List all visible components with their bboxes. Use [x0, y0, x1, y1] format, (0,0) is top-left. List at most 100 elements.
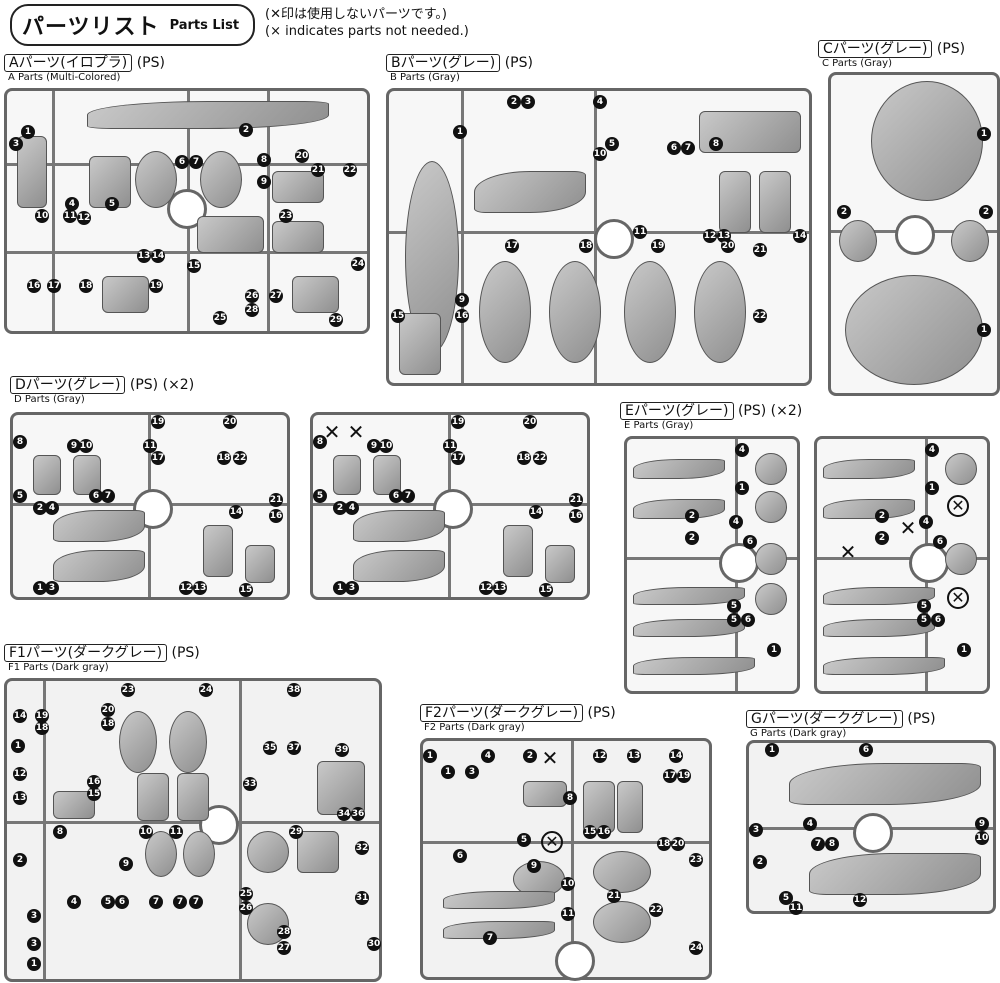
part-c1-top	[871, 81, 983, 201]
badge-f1-36: 36	[351, 807, 365, 821]
badge-b21: 21	[753, 243, 767, 257]
badge-d1-14: 14	[229, 505, 243, 519]
part-e1-spike-4	[633, 619, 745, 637]
section-b-english: B Parts (Gray)	[390, 72, 460, 83]
badge-d1-6: 6	[89, 489, 103, 503]
badge-d1-20: 20	[223, 415, 237, 429]
section-e-name: Eパーツ(グレー)	[620, 402, 734, 420]
part-f1-13	[137, 773, 169, 821]
badge-d2-19: 19	[451, 415, 465, 429]
badge-b19: 19	[651, 239, 665, 253]
badge-f2-20: 20	[671, 837, 685, 851]
badge-f1-5: 5	[101, 895, 115, 909]
section-e-label: Eパーツ(グレー) (PS) (×2) E Parts (Gray)	[620, 400, 802, 432]
badge-d1-4: 4	[45, 501, 59, 515]
badge-b6: 6	[667, 141, 681, 155]
badge-e2-6a: 6	[933, 535, 947, 549]
badge-f1-24: 24	[199, 683, 213, 697]
badge-b17: 17	[505, 239, 519, 253]
badge-d1-16: 16	[269, 509, 283, 523]
badge-a29: 29	[329, 313, 343, 327]
badge-f2-16: 16	[597, 825, 611, 839]
badge-f1-12: 12	[13, 767, 27, 781]
badge-f1-23: 23	[121, 683, 135, 697]
badge-b14: 14	[793, 229, 807, 243]
part-b15	[399, 313, 441, 375]
part-f1-22	[169, 711, 207, 773]
badge-c2-right: 2	[979, 205, 993, 219]
badge-f1-18: 18	[35, 721, 49, 735]
badge-f2-2: 2	[523, 749, 537, 763]
part-e1-disc-6	[755, 543, 787, 575]
badge-f1-13: 13	[13, 791, 27, 805]
badge-f1-10: 10	[139, 825, 153, 839]
badge-f2-19: 19	[677, 769, 691, 783]
badge-f1-11: 11	[169, 825, 183, 839]
badge-a7: 7	[189, 155, 203, 169]
section-b-label: Bパーツ(グレー) (PS) B Parts (Gray)	[386, 52, 533, 84]
section-e-english: E Parts (Gray)	[624, 420, 694, 431]
badge-f1-16: 16	[87, 775, 101, 789]
badge-f2-22: 22	[649, 903, 663, 917]
part-f1-25	[247, 831, 289, 873]
part-f1-34	[317, 761, 365, 815]
not-needed-x-d2-8: ✕	[323, 420, 341, 444]
badge-e2-4b: 4	[919, 515, 933, 529]
badge-b16: 16	[455, 309, 469, 323]
badge-f2-13: 13	[627, 749, 641, 763]
badge-f1-19: 19	[35, 709, 49, 723]
badge-g-12: 12	[853, 893, 867, 907]
badge-b7: 7	[681, 141, 695, 155]
runner-b: 1 2 3 4 5 6 7 8 9 10 11 12 13 14 15 16 1…	[386, 88, 812, 386]
badge-d1-3: 3	[45, 581, 59, 595]
badge-a27: 27	[269, 289, 283, 303]
badge-e1-4b: 4	[729, 515, 743, 529]
badge-d2-6: 6	[389, 489, 403, 503]
badge-f1-7a: 7	[149, 895, 163, 909]
badge-f1-7c: 7	[189, 895, 203, 909]
badge-d2-21: 21	[569, 493, 583, 507]
badge-d1-13: 13	[193, 581, 207, 595]
part-d2-blade-1	[353, 510, 445, 542]
badge-d2-3: 3	[345, 581, 359, 595]
part-e1-disc-4	[755, 453, 787, 485]
badge-f2-15: 15	[583, 825, 597, 839]
badge-d2-22: 22	[533, 451, 547, 465]
badge-b15: 15	[391, 309, 405, 323]
badge-b3: 3	[521, 95, 535, 109]
badge-f2-12: 12	[593, 749, 607, 763]
badge-g-9: 9	[975, 817, 989, 831]
badge-e2-1: 1	[925, 481, 939, 495]
badge-f1-38: 38	[287, 683, 301, 697]
part-d-blade-1	[53, 510, 145, 542]
part-e2-spike-2	[823, 499, 915, 519]
badge-d2-2: 2	[333, 501, 347, 515]
badge-g-5: 5	[779, 891, 793, 905]
badge-g-3: 3	[749, 823, 763, 837]
section-b-plastic: (PS)	[504, 55, 533, 71]
badge-d1-19: 19	[151, 415, 165, 429]
badge-f1-1: 1	[11, 739, 25, 753]
part-a24	[272, 221, 324, 253]
badge-f1-3a: 3	[27, 909, 41, 923]
badge-a15: 15	[187, 259, 201, 273]
badge-d1-15: 15	[239, 583, 253, 597]
badge-d1-9: 9	[67, 439, 81, 453]
badge-f2-10: 10	[561, 877, 575, 891]
badge-d1-12: 12	[179, 581, 193, 595]
badge-b9: 9	[455, 293, 469, 307]
section-a-english: A Parts (Multi-Colored)	[8, 72, 121, 83]
section-a-plastic: (PS)	[136, 55, 165, 71]
badge-b11: 11	[633, 225, 647, 239]
badge-a23: 23	[279, 209, 293, 223]
badge-a4: 4	[65, 197, 79, 211]
part-e1-spike-3	[633, 587, 745, 605]
badge-d1-10: 10	[79, 439, 93, 453]
part-a19	[102, 276, 149, 313]
part-f1-21	[119, 711, 157, 773]
not-needed-x-f2-top: ✕	[541, 746, 559, 770]
not-needed-x-e2-disc-2: ✕	[947, 587, 969, 609]
badge-d2-13: 13	[493, 581, 507, 595]
section-e-qty: (×2)	[770, 403, 803, 419]
part-g-12	[809, 853, 981, 895]
